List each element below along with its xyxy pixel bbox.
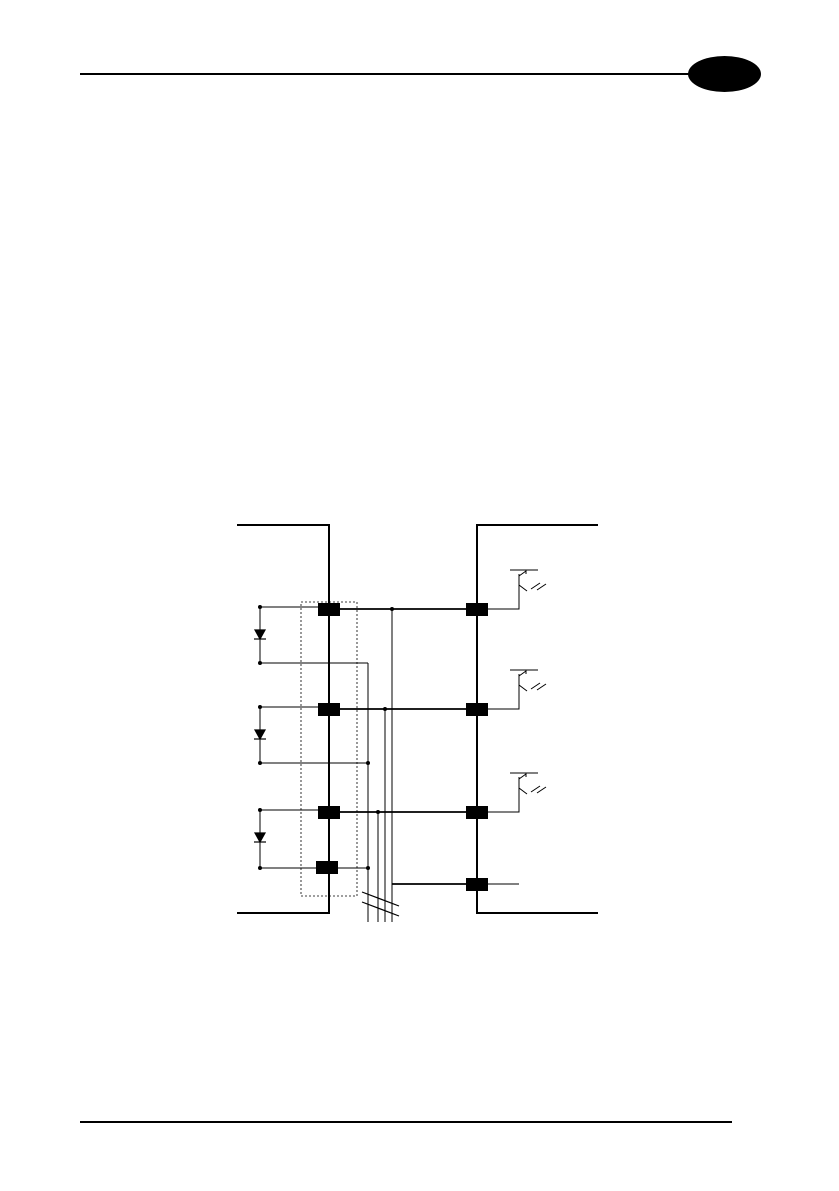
terminal <box>466 703 488 716</box>
phototransistor-icon <box>510 773 546 794</box>
phototransistor-icon <box>510 570 546 591</box>
diode-icon <box>254 730 266 739</box>
right-device-outline <box>477 525 598 913</box>
terminal <box>466 878 488 891</box>
terminal <box>466 806 488 819</box>
terminal <box>318 806 340 819</box>
terminal <box>316 861 338 874</box>
footer-rule <box>80 1121 732 1123</box>
output-leads <box>488 590 519 884</box>
terminal <box>318 603 340 616</box>
diode-icon <box>254 833 266 842</box>
terminal <box>318 703 340 716</box>
left-wiring <box>260 607 368 868</box>
left-device-outline <box>237 525 329 913</box>
junction-dots <box>258 605 394 870</box>
diode-icon <box>254 630 266 639</box>
cable-conductors <box>368 609 392 922</box>
signal-lines <box>329 609 477 884</box>
phototransistor-icon <box>510 670 546 691</box>
terminal <box>466 603 488 616</box>
